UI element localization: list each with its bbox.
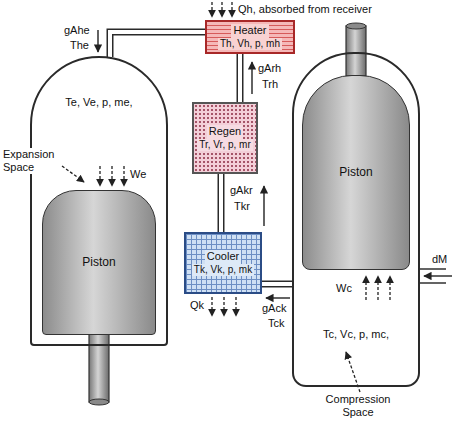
leader-arrow xyxy=(62,166,84,182)
regenerator-box: RegenTr, Vr, p, mr xyxy=(192,102,258,174)
pipe-bore xyxy=(110,32,205,57)
work-label: We xyxy=(130,168,146,181)
pipe xyxy=(110,32,205,57)
heat-label: Qk xyxy=(190,299,204,312)
text-group: Tc, Vc, p, mc, xyxy=(294,328,418,341)
heat-arrow xyxy=(211,297,212,316)
label-box: Compression Space xyxy=(318,393,398,419)
work-arrow xyxy=(389,276,390,300)
flow-arrow xyxy=(266,297,290,298)
compression-cylinder: Tc, Vc, p, mc, Piston xyxy=(292,52,420,387)
pipe-bore xyxy=(262,282,292,286)
flow-label: dM xyxy=(432,253,447,266)
pipe xyxy=(240,54,241,102)
flow-label: Tkr xyxy=(234,200,250,213)
label-box: Tck xyxy=(268,317,285,330)
space-label: Expansion Space xyxy=(3,148,59,174)
pipe-bore xyxy=(219,174,223,232)
flow-label: Trh xyxy=(262,78,278,91)
rod-end xyxy=(346,23,366,29)
label-box: We xyxy=(130,168,146,181)
node-title: Heater xyxy=(231,24,268,37)
piston: Piston xyxy=(302,75,410,270)
heat-arrow xyxy=(235,297,236,316)
flow-label: gArh xyxy=(258,62,281,75)
text-group: Piston xyxy=(43,191,155,334)
flow-arrow xyxy=(424,275,452,276)
pipe-wall xyxy=(237,54,244,102)
text-group: Te, Ve, p, me, xyxy=(32,96,166,109)
node-title: Piston xyxy=(339,165,372,179)
node-title: Regen xyxy=(207,125,243,138)
node-variables: Tk, Vk, p, mk xyxy=(192,264,254,276)
label-box: Qh, absorbed from receiver xyxy=(238,3,372,16)
work-arrow xyxy=(377,276,378,300)
work-arrow xyxy=(365,276,366,300)
work-arrow xyxy=(123,166,124,186)
label-box: gAkr xyxy=(230,184,253,197)
piston: Piston xyxy=(42,190,156,335)
label-box: Tkr xyxy=(234,200,250,213)
inlet-pipe xyxy=(420,268,446,269)
flow-arrow xyxy=(251,62,252,94)
label-box: gAhe xyxy=(64,24,90,37)
label-box: gAck xyxy=(262,302,286,315)
work-arrow xyxy=(99,166,100,186)
pipe-wall xyxy=(218,174,225,232)
pipe-bore xyxy=(238,54,242,102)
expansion-cylinder: Te, Ve, p, me, Piston xyxy=(30,56,168,346)
node-title: Piston xyxy=(82,255,115,269)
heat-arrow xyxy=(231,2,232,17)
pipe xyxy=(262,284,292,285)
flow-arrow xyxy=(263,186,264,226)
text-group: RegenTr, Vr, p, mr xyxy=(194,104,256,172)
label-box: gArh xyxy=(258,62,281,75)
piston-rod xyxy=(346,26,366,76)
flow-label: The xyxy=(70,39,89,52)
label-box: Qk xyxy=(190,299,204,312)
heater-box: HeaterTh, Vh, p, mh xyxy=(205,20,295,54)
work-label: Wc xyxy=(336,282,352,295)
node-title: Cooler xyxy=(205,250,241,263)
pipe xyxy=(221,174,222,232)
pipe-wall xyxy=(262,281,292,288)
flow-label: gAhe xyxy=(64,24,90,37)
heat-arrow xyxy=(211,2,212,17)
text-group: Piston xyxy=(303,76,409,269)
node-title: Tc, Vc, p, mc, xyxy=(323,328,389,341)
label-box: Wc xyxy=(336,282,352,295)
flow-arrow xyxy=(97,30,98,52)
text-group: HeaterTh, Vh, p, mh xyxy=(207,22,293,52)
heat-arrow xyxy=(221,2,222,17)
flow-label: Tck xyxy=(268,317,285,330)
flow-label: gAkr xyxy=(230,184,253,197)
flow-label: gAck xyxy=(262,302,286,315)
rod-end xyxy=(89,399,109,405)
heat-arrow xyxy=(223,297,224,316)
heat-label: Qh, absorbed from receiver xyxy=(238,3,372,16)
label-box: The xyxy=(70,39,89,52)
label-box: Expansion Space xyxy=(3,148,59,174)
node-variables: Th, Vh, p, mh xyxy=(218,38,282,50)
text-group: CoolerTk, Vk, p, mk xyxy=(186,234,260,292)
label-box: dM xyxy=(432,253,447,266)
node-variables: Tr, Vr, p, mr xyxy=(197,139,252,151)
inlet-pipe xyxy=(420,282,446,283)
label-box: Trh xyxy=(262,78,278,91)
node-title: Te, Ve, p, me, xyxy=(65,96,132,109)
work-arrow xyxy=(111,166,112,186)
space-label: Compression Space xyxy=(318,393,398,419)
cooler-box: CoolerTk, Vk, p, mk xyxy=(184,232,262,294)
pipe-wall xyxy=(110,32,205,57)
